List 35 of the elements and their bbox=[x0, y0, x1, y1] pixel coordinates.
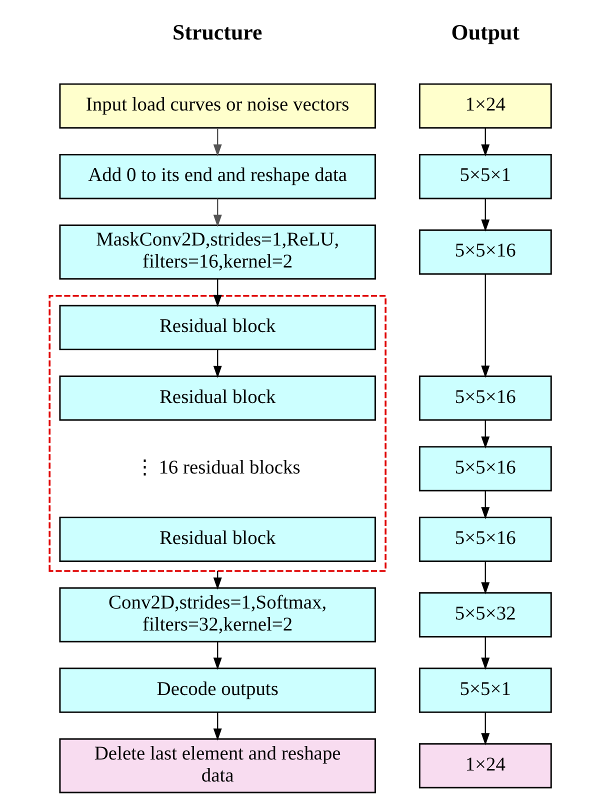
node-box: 5×5×16 bbox=[418, 229, 552, 275]
node-box: Residual block bbox=[58, 376, 376, 421]
node-box: 5×5×1 bbox=[418, 668, 552, 713]
node-box: Residual block bbox=[58, 516, 376, 562]
node-box: Delete last element and reshape data bbox=[58, 738, 376, 794]
arrow bbox=[480, 712, 490, 746]
node-box: 5×5×16 bbox=[418, 446, 552, 492]
node-box: 5×5×16 bbox=[418, 516, 552, 562]
label: Output bbox=[450, 20, 519, 45]
arrow bbox=[212, 712, 222, 741]
arrow bbox=[480, 636, 490, 670]
arrow bbox=[480, 420, 490, 449]
node-box: 1×24 bbox=[418, 83, 552, 129]
arrow bbox=[212, 128, 222, 157]
arrow bbox=[480, 490, 490, 520]
node-box: Add 0 to its end and reshape data bbox=[58, 154, 376, 200]
node-box: Conv2D,strides=1,Softmax, filters=32,kernel=2 bbox=[58, 587, 376, 642]
node-box: 5×5×1 bbox=[418, 154, 552, 200]
arrow bbox=[212, 350, 222, 378]
arrow bbox=[480, 274, 490, 378]
arrow bbox=[212, 642, 222, 670]
arrow bbox=[480, 561, 490, 594]
arrow bbox=[480, 128, 490, 157]
node-box: Input load curves or noise vectors bbox=[58, 83, 376, 129]
label: Structure bbox=[172, 20, 262, 45]
node-box: Residual block bbox=[58, 304, 376, 350]
node-box: Decode outputs bbox=[58, 668, 376, 713]
arrow bbox=[480, 198, 490, 232]
node-box: 1×24 bbox=[418, 743, 552, 788]
label: ⋮ 16 residual blocks bbox=[134, 457, 300, 478]
arrow bbox=[212, 198, 222, 227]
node-box: 5×5×16 bbox=[418, 376, 552, 421]
node-box: MaskConv2D,strides=1,ReLU, filters=16,kernel=2 bbox=[58, 224, 376, 280]
node-box: 5×5×32 bbox=[418, 592, 552, 638]
arrow bbox=[212, 279, 222, 308]
